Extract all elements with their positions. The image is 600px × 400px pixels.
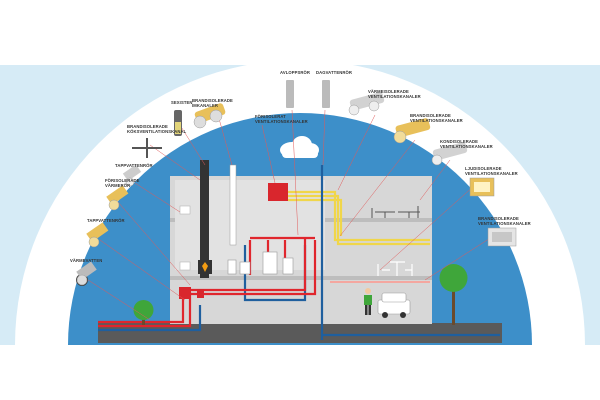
label-avlopp: AVLOPPSRÖR (280, 70, 310, 75)
vent-unit (268, 183, 288, 201)
pipe-sample-brandisolerade-icon (393, 118, 431, 144)
pipe-sample-ljudisolerade-icon (469, 177, 495, 197)
floor-lower (170, 276, 432, 280)
flue-pipe (229, 164, 237, 246)
pipe-sample-kondisolerade-icon (431, 142, 468, 166)
car-icon (377, 292, 411, 318)
pipe-sample-avlopp-icon (286, 80, 294, 108)
pipe-sample-tappvatten-icon (86, 222, 109, 248)
pipe-sample-tappvattenror-icon (122, 164, 142, 187)
tree-icon (133, 300, 154, 325)
label-sexisten: SEXISTEN (171, 100, 193, 105)
pipe-sample-forisolerad-icon (106, 185, 129, 211)
junction-box (179, 287, 191, 299)
cloud-icon (280, 136, 319, 158)
chimney (200, 160, 209, 278)
wall-box-2 (179, 261, 191, 271)
chair-icon (377, 261, 413, 276)
label-tappvattenror: TAPPVATTENRÖR (115, 163, 153, 168)
hot-pipes (98, 236, 317, 328)
boiler-icon (227, 251, 294, 275)
junction-box-small (197, 289, 204, 298)
callout-lines (84, 109, 496, 321)
pipe-sample-kokkanal-icon (132, 138, 162, 158)
pipe-sample-dagvatten-icon (322, 80, 330, 108)
tree-icon-right (439, 264, 468, 325)
wall-box-1 (179, 205, 191, 215)
label-tappvatten: TAPPVATTENRÖR (87, 218, 125, 223)
pipe-sample-vardvatten-icon (76, 261, 97, 286)
vent-ducts (288, 190, 430, 246)
pipe-sample-brandkanal-icon (487, 227, 517, 247)
pipe-sample-varmeisolerade-icon (348, 92, 385, 116)
fireplace-icon (198, 260, 212, 274)
label-dagvatten: DAGVATTENRÖR (316, 70, 352, 75)
label-vardvatten: VÄRMEVATTEN (70, 258, 102, 263)
pipe-sample-sexisten-icon (174, 110, 182, 136)
table-icon (371, 206, 420, 218)
person-icon (364, 288, 372, 315)
pipe-sample-imkanal-icon (193, 103, 226, 129)
